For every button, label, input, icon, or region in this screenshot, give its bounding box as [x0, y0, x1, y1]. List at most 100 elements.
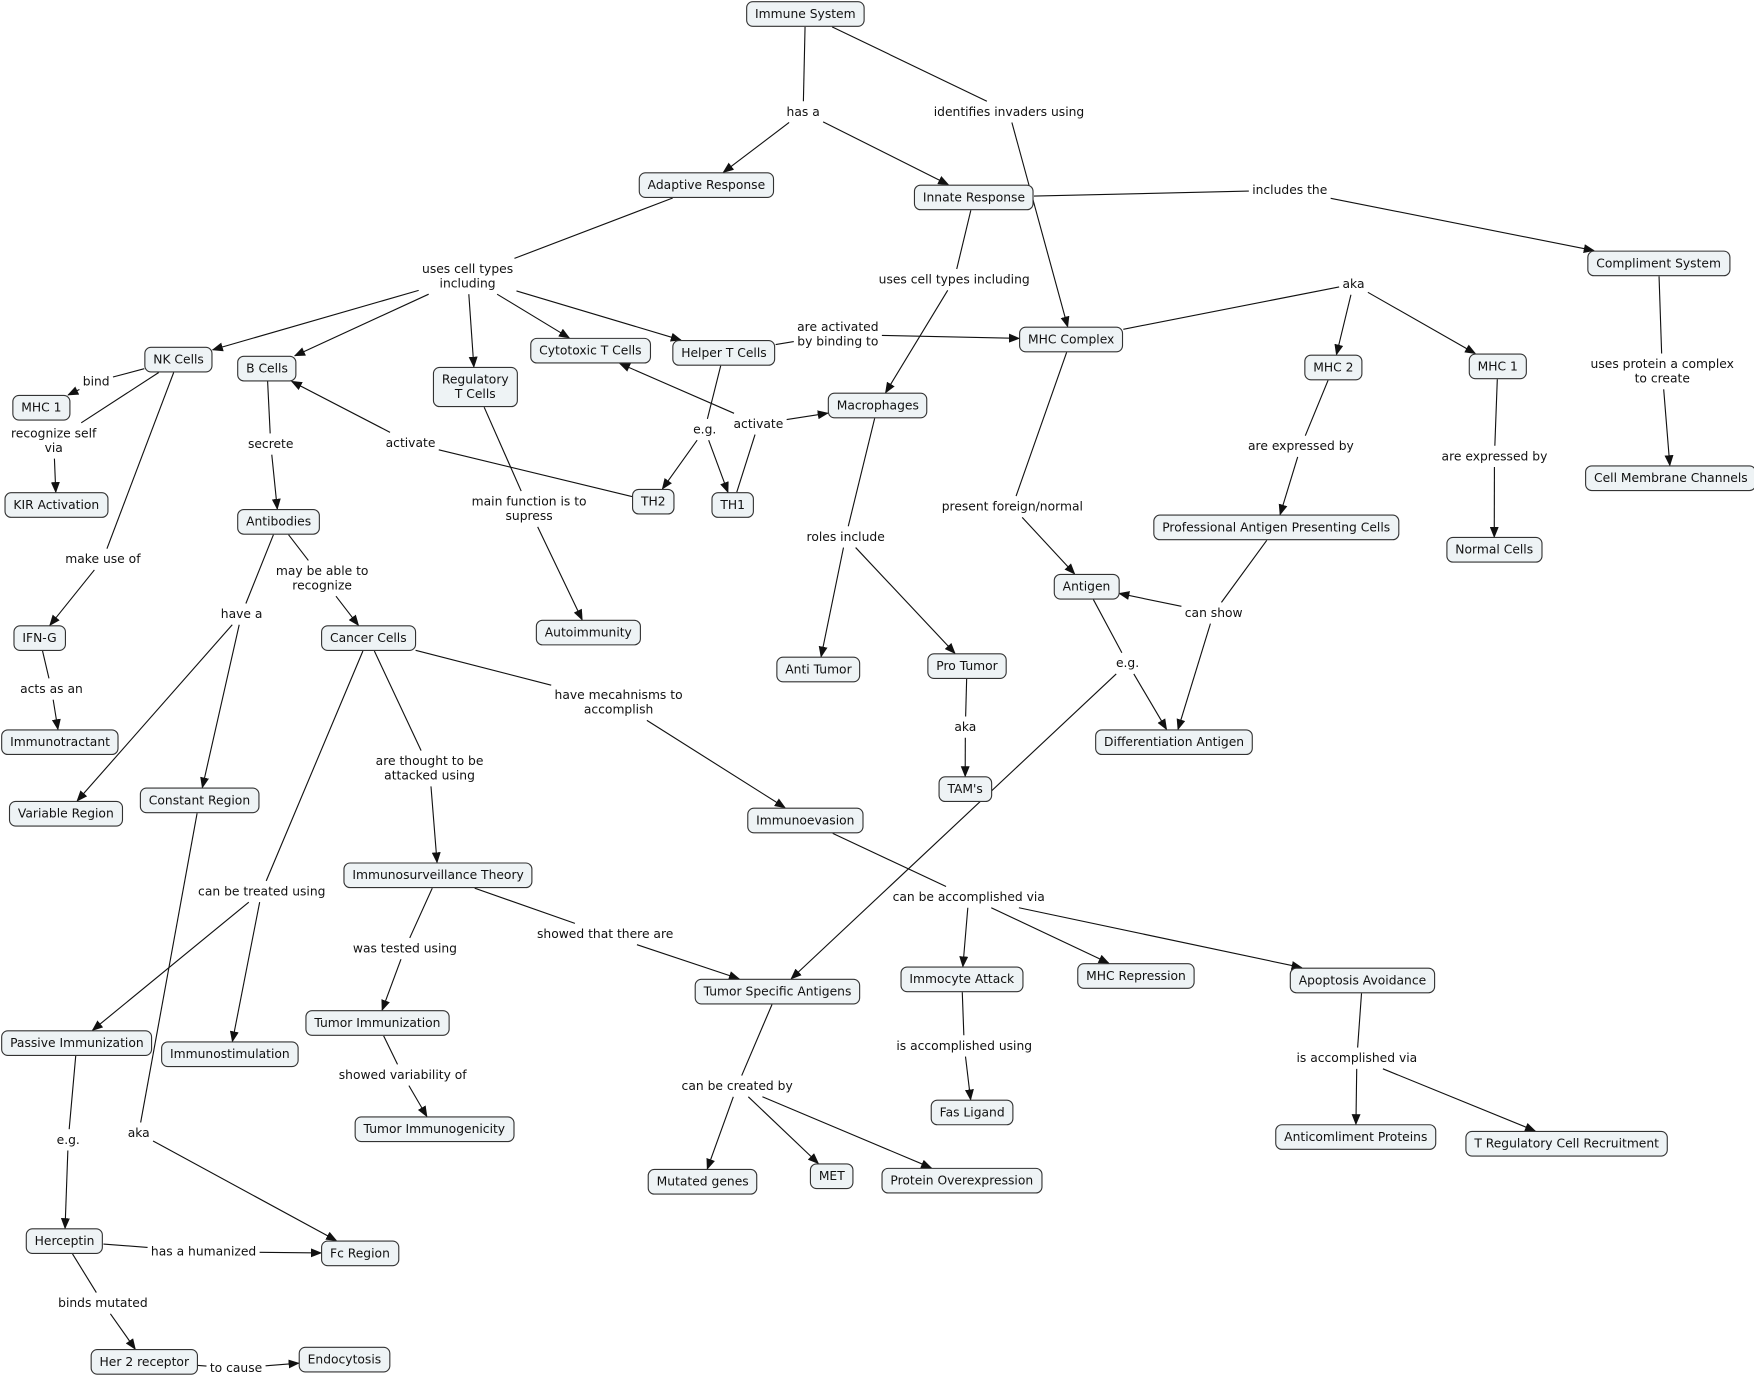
connector-l_eg2-diffag	[1134, 674, 1167, 729]
concept-node-papc[interactable]: Professional Antigen Presenting Cells	[1153, 515, 1399, 541]
concept-node-anticom[interactable]: Anticomliment Proteins	[1275, 1124, 1436, 1150]
concept-node-cancer[interactable]: Cancer Cells	[321, 625, 416, 651]
connector-l_actsas-immunotr	[53, 700, 58, 730]
concept-node-mhcrep[interactable]: MHC Repression	[1077, 963, 1195, 989]
connector-l_tested-tumimm	[382, 959, 401, 1010]
concept-node-mhc1b[interactable]: MHC 1	[1469, 353, 1527, 379]
linking-phrase-bind: bind	[83, 374, 110, 389]
connector-helper-l_activated	[776, 342, 794, 345]
concept-node-antigen[interactable]: Antigen	[1054, 574, 1120, 600]
concept-node-mhc2[interactable]: MHC 2	[1304, 355, 1362, 381]
connector-l_variab-tumimmg	[409, 1086, 427, 1117]
linking-phrase-isaccvia: is accomplished via	[1297, 1051, 1418, 1066]
connector-l_activated-mhc	[882, 335, 1019, 338]
concept-node-tams[interactable]: TAM's	[939, 776, 992, 802]
concept-node-protover[interactable]: Protein Overexpression	[881, 1168, 1042, 1194]
connector-l_isaccvia-treccr	[1383, 1069, 1535, 1131]
connector-l_tocause-endo	[266, 1363, 299, 1366]
linking-phrase-eg2: e.g.	[1116, 656, 1139, 671]
concept-node-mutated[interactable]: Mutated genes	[648, 1169, 758, 1195]
concept-node-immunoev[interactable]: Immunoevasion	[747, 808, 863, 834]
linking-phrase-created: can be created by	[682, 1079, 793, 1094]
connector-adaptive-l_usesA	[514, 198, 672, 258]
connector-l_eg1-th1	[709, 440, 728, 492]
linking-phrase-treated: can be treated using	[198, 884, 325, 899]
connector-l_created-mutated	[707, 1097, 733, 1169]
concept-node-treg[interactable]: Regulatory T Cells	[433, 367, 518, 407]
concept-node-innate[interactable]: Innate Response	[914, 185, 1034, 211]
concept-node-endo[interactable]: Endocytosis	[299, 1347, 390, 1373]
linking-phrase-aka2: aka	[954, 720, 976, 735]
connector-l_eg1-th2	[662, 440, 697, 489]
linking-phrase-havemech: have mecahnisms to accomplish	[555, 688, 683, 717]
linking-phrase-hasa: has a	[787, 105, 820, 120]
concept-node-macro[interactable]: Macrophages	[828, 393, 928, 419]
connector-nk-l_bind	[113, 369, 144, 377]
connector-mhc1b-l_expr1	[1495, 379, 1497, 446]
concept-node-tsa[interactable]: Tumor Specific Antigens	[695, 979, 861, 1005]
connector-l_recog-kir	[54, 459, 55, 493]
connector-apopt-l_isaccvia	[1358, 993, 1362, 1047]
linking-phrase-expr1: are expressed by	[1442, 449, 1548, 464]
concept-node-fc[interactable]: Fc Region	[321, 1241, 399, 1267]
connector-l_accompvia-apopt	[1019, 908, 1302, 968]
concept-node-ifng[interactable]: IFN-G	[13, 625, 65, 651]
concept-node-protumor[interactable]: Pro Tumor	[927, 653, 1006, 679]
linking-phrase-usesI: uses cell types including	[879, 272, 1030, 287]
concept-node-mhc[interactable]: MHC Complex	[1019, 327, 1123, 353]
linking-phrase-actsas: acts as an	[20, 682, 83, 697]
concept-node-treccr[interactable]: T Regulatory Cell Recruitment	[1465, 1131, 1668, 1157]
concept-node-helper[interactable]: Helper T Cells	[672, 340, 775, 366]
connector-compliment-l_protein	[1659, 276, 1662, 353]
connector-immune-l_ident	[832, 27, 987, 101]
concept-node-her2[interactable]: Her 2 receptor	[91, 1349, 198, 1375]
concept-node-normal[interactable]: Normal Cells	[1446, 537, 1542, 563]
concept-node-cellmem[interactable]: Cell Membrane Channels	[1585, 465, 1754, 491]
concept-node-antitumor[interactable]: Anti Tumor	[776, 657, 860, 683]
concept-node-passive[interactable]: Passive Immunization	[1, 1030, 153, 1056]
concept-node-isurv[interactable]: Immunosurveillance Theory	[343, 862, 532, 888]
concept-node-adaptive[interactable]: Adaptive Response	[639, 172, 774, 198]
concept-node-immstim[interactable]: Immunostimulation	[161, 1041, 299, 1067]
concept-node-antibodies[interactable]: Antibodies	[237, 509, 320, 535]
connector-helper-l_eg1	[707, 366, 720, 419]
concept-node-mhc1a[interactable]: MHC 1	[12, 395, 70, 421]
connector-l_protein-cellmem	[1664, 389, 1670, 465]
connector-l_thought-isurv	[431, 786, 437, 862]
connector-th2-l_activate1	[439, 450, 632, 497]
linking-phrase-havea: have a	[221, 607, 263, 622]
connector-l_created-met	[748, 1097, 818, 1164]
concept-node-compliment[interactable]: Compliment System	[1587, 251, 1730, 277]
concept-node-immunotr[interactable]: Immunotractant	[1, 729, 119, 755]
connector-l_treated-passive	[93, 902, 249, 1030]
connector-mhc-l_present	[1016, 352, 1067, 496]
linking-phrase-present: present foreign/normal	[942, 499, 1083, 514]
connector-l_treated-immstim	[232, 902, 259, 1041]
concept-node-diffag[interactable]: Differentiation Antigen	[1095, 729, 1253, 755]
concept-node-apopt[interactable]: Apoptosis Avoidance	[1290, 968, 1435, 994]
concept-node-nk[interactable]: NK Cells	[144, 347, 212, 373]
concept-node-bcells[interactable]: B Cells	[237, 356, 297, 382]
connector-l_expr2-papc	[1280, 457, 1298, 515]
linking-phrase-secrete: secrete	[248, 437, 294, 452]
concept-node-kir[interactable]: KIR Activation	[4, 492, 108, 518]
concept-node-cyto[interactable]: Cytotoxic T Cells	[530, 338, 650, 364]
concept-node-th1[interactable]: TH1	[711, 492, 754, 518]
concept-node-immune[interactable]: Immune System	[746, 1, 864, 27]
concept-node-tumimm[interactable]: Tumor Immunization	[305, 1010, 449, 1036]
concept-node-immattack[interactable]: Immocyte Attack	[900, 966, 1023, 992]
concept-node-constant[interactable]: Constant Region	[140, 787, 259, 813]
linking-phrase-includes: includes the	[1252, 183, 1327, 198]
concept-node-autoimm[interactable]: Autoimmunity	[536, 620, 641, 646]
connector-innate-l_includes	[1034, 191, 1249, 196]
connector-immune-l_hasa	[803, 27, 805, 101]
concept-node-th2[interactable]: TH2	[632, 489, 675, 515]
concept-node-tumimmg[interactable]: Tumor Immunogenicity	[355, 1116, 514, 1142]
concept-node-met[interactable]: MET	[810, 1163, 854, 1189]
concept-node-variable[interactable]: Variable Region	[9, 801, 123, 827]
connector-l_havea-constant	[202, 625, 239, 788]
concept-node-herceptin[interactable]: Herceptin	[26, 1228, 104, 1254]
concept-node-fas[interactable]: Fas Ligand	[931, 1100, 1014, 1126]
linking-phrase-expr2: are expressed by	[1248, 439, 1354, 454]
